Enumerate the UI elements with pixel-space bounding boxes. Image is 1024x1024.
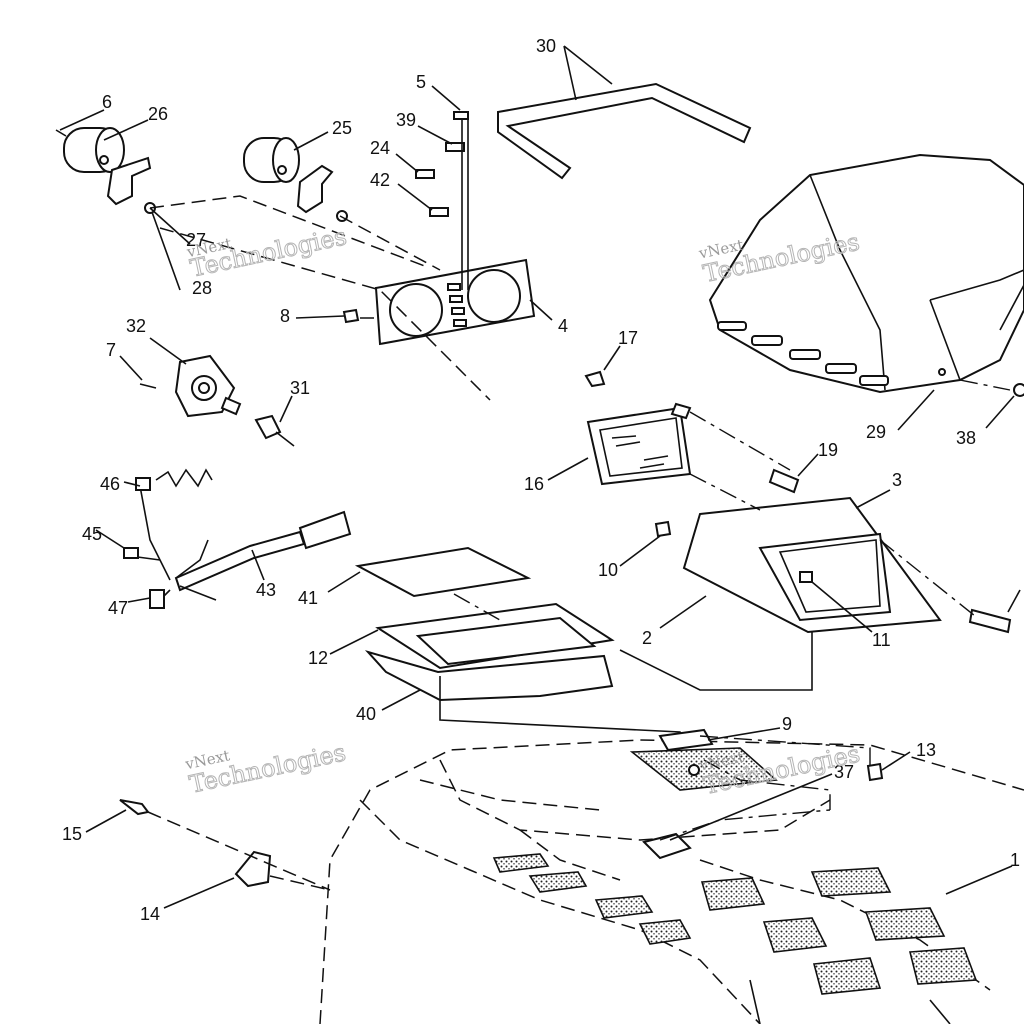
label-1: 1 (1010, 850, 1020, 870)
label-47: 47 (108, 598, 128, 618)
watermark-line2: Technologies (188, 222, 349, 282)
label-8: 8 (280, 306, 290, 326)
label-6: 6 (102, 92, 112, 112)
plate-inner (415, 616, 597, 666)
windshield-part (708, 153, 1024, 394)
spring-19 (768, 468, 800, 494)
label-26: 26 (148, 104, 168, 124)
label-4: 4 (558, 316, 568, 336)
label-27: 27 (186, 230, 206, 250)
label-37: 37 (834, 762, 854, 782)
label-46: 46 (100, 474, 120, 494)
part-labels: 1 2 3 4 5 6 7 8 9 10 11 12 13 14 15 16 1… (62, 36, 1020, 924)
ignition-switch-part (139, 354, 295, 447)
label-24: 24 (370, 138, 390, 158)
watermark-line2: Technologies (187, 738, 348, 798)
label-25: 25 (332, 118, 352, 138)
grommet-37 (642, 832, 692, 860)
screw-8 (342, 308, 360, 324)
plate-9 (658, 728, 714, 752)
headlight-housing-part (654, 496, 1012, 634)
label-30: 30 (536, 36, 556, 56)
label-11: 11 (872, 630, 891, 650)
label-3: 3 (892, 470, 902, 490)
watermark-bottom-left: vNext Technologies (183, 738, 349, 799)
handlebar-strap-part (497, 82, 752, 180)
frame-40-part (364, 650, 614, 702)
label-9: 9 (782, 714, 792, 734)
label-31: 31 (290, 378, 310, 398)
label-28: 28 (192, 278, 212, 298)
label-12: 12 (308, 648, 328, 668)
label-19: 19 (818, 440, 838, 460)
bolt-13 (866, 762, 884, 782)
label-40: 40 (356, 704, 376, 724)
label-7: 7 (106, 340, 116, 360)
clip-17 (584, 370, 606, 388)
label-41: 41 (298, 588, 318, 608)
label-16: 16 (524, 474, 544, 494)
gauge-26-part (55, 127, 152, 206)
label-29: 29 (866, 422, 886, 442)
headlight-16-part (586, 402, 692, 486)
label-15: 15 (62, 824, 82, 844)
watermark-top-left: vNext Technologies (184, 222, 349, 283)
label-43: 43 (256, 580, 276, 600)
wiring-harness-part (123, 468, 352, 609)
label-2: 2 (642, 628, 652, 648)
label-5: 5 (416, 72, 426, 92)
label-14: 14 (140, 904, 160, 924)
label-38: 38 (956, 428, 976, 448)
label-32: 32 (126, 316, 146, 336)
label-10: 10 (598, 560, 618, 580)
label-13: 13 (916, 740, 936, 760)
label-39: 39 (396, 110, 416, 130)
gauge-panel-part (374, 111, 536, 346)
leader-lines (59, 45, 1021, 909)
label-17: 17 (618, 328, 638, 348)
hood-part (319, 739, 1024, 1024)
label-42: 42 (370, 170, 390, 190)
watermark-bottom-right: vNext Technologies (697, 739, 863, 800)
gasket-41-part (354, 546, 532, 598)
gauge-25-part (243, 137, 334, 214)
label-45: 45 (82, 524, 102, 544)
